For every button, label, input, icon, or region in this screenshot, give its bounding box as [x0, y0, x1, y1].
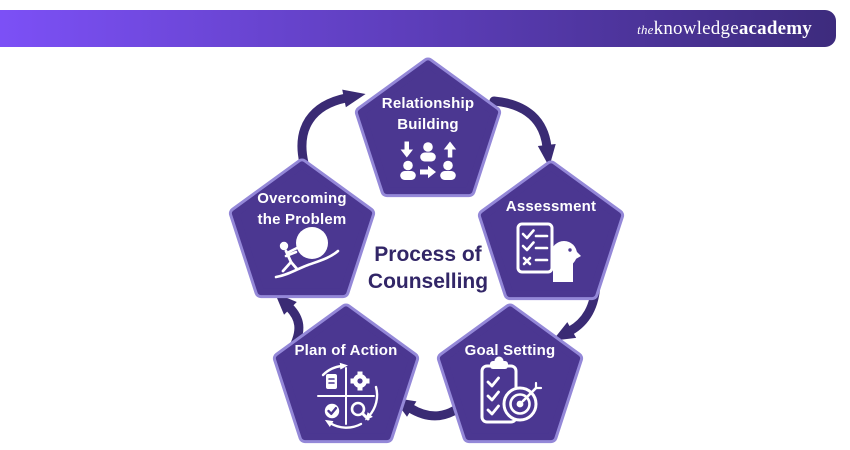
arrow-overcoming-to-relationship: [297, 89, 366, 168]
arrow-relationship-to-assessment: [489, 96, 556, 167]
title-line: Counselling: [367, 270, 489, 293]
label-goal-setting: Goal Setting: [435, 340, 585, 361]
pentagon-relationship-building: [354, 57, 502, 198]
brand-header-bar: theknowledgeacademy: [0, 10, 836, 47]
knowledge-academy-logo: theknowledgeacademy: [637, 18, 812, 40]
clipboard-target-icon: [480, 356, 543, 424]
label-assessment: Assessment: [476, 196, 626, 217]
pentagon-plan-of-action: [272, 303, 420, 444]
title-line: Process of: [374, 243, 482, 266]
label-line: Plan of Action: [294, 342, 398, 359]
process-cycle-icon: [317, 362, 379, 429]
diagram-title: Process of Counselling: [328, 241, 528, 295]
label-line: Relationship: [381, 95, 475, 112]
label-line: Assessment: [505, 198, 597, 215]
label-line: Goal Setting: [464, 342, 556, 359]
logo-knowledge: knowledge: [653, 17, 739, 39]
label-line: Building: [397, 116, 459, 133]
label-plan-of-action: Plan of Action: [271, 340, 421, 361]
pentagon-assessment: [477, 160, 625, 301]
people-exchange-icon: [400, 141, 457, 180]
label-line: Overcoming: [257, 190, 347, 207]
logo-academy: academy: [738, 17, 812, 39]
pentagon-goal-setting: [436, 303, 584, 444]
logo-the: the: [637, 21, 654, 37]
label-line: the Problem: [257, 211, 347, 228]
pentagon-overcoming-the-problem: [228, 158, 376, 299]
checklist-head-icon: [516, 222, 581, 282]
label-overcoming-the-problem: Overcoming the Problem: [227, 188, 377, 230]
label-relationship-building: Relationship Building: [353, 93, 503, 135]
person-pushing-boulder-icon: [274, 227, 340, 279]
